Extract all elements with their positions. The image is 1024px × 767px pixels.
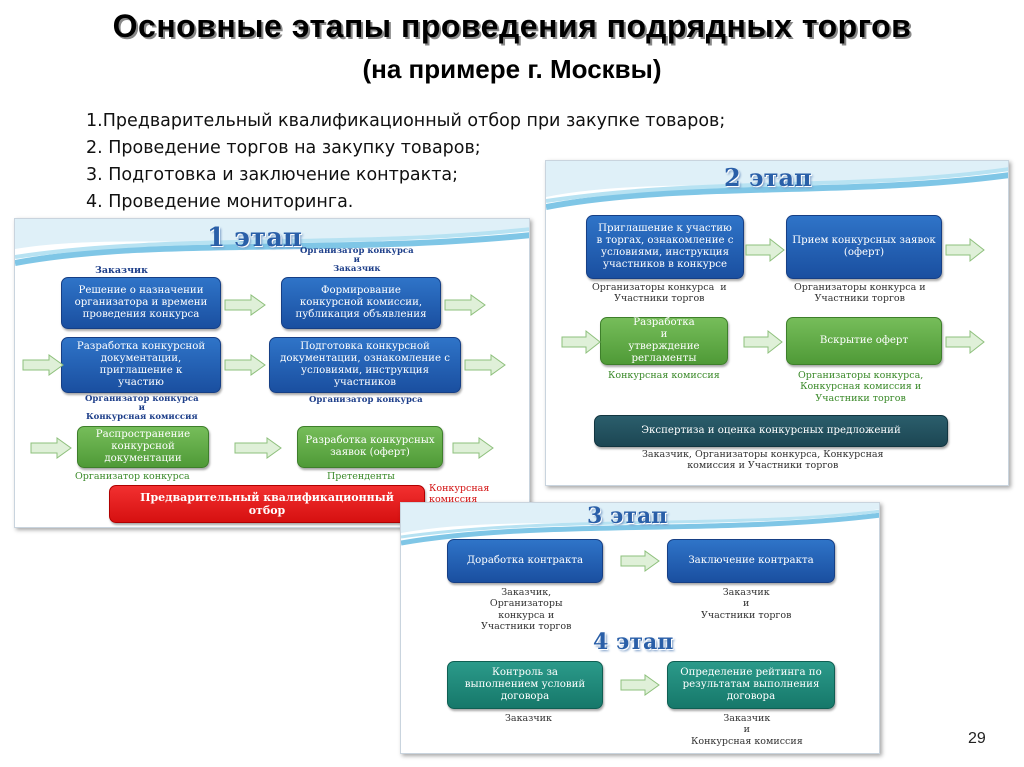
label-commission: Конкурсная комиссия (608, 370, 720, 381)
label-customer: Заказчик (95, 265, 148, 276)
label-conclude-parties: Заказчик и Участники торгов (701, 587, 792, 621)
arrow-icon (224, 354, 266, 376)
label-organizers-commission-participants: Организаторы конкурса, Конкурсная комисс… (798, 370, 924, 404)
list-item-1: 1.Предварительный квалификационный отбор… (86, 111, 726, 131)
page-title: Основные этапы проведения подрядных торг… (112, 8, 912, 44)
arrow-icon (620, 674, 660, 696)
label-organizer-customer: Организатор конкурса и Заказчик (300, 246, 414, 274)
box-rating: Определение рейтинга по результатам выпо… (667, 661, 835, 709)
label-organizer-commission: Организатор конкурса и Конкурсная комисс… (85, 394, 199, 422)
label-organizers-participants-2: Организаторы конкурса и Участники торгов (794, 282, 926, 305)
list-item-4: 4. Проведение мониторинга. (86, 192, 354, 212)
box-expertise: Экспертиза и оценка конкурсных предложен… (594, 415, 948, 447)
stage2-panel: 2 этап Приглашение к участию в торгах, о… (545, 160, 1009, 486)
arrow-icon (452, 437, 494, 459)
list-item-3: 3. Подготовка и заключение контракта; (86, 165, 459, 185)
stage1-panel: 1 этап Заказчик Организатор конкурса и З… (14, 218, 530, 528)
box-preparation: Подготовка конкурсной документации, озна… (269, 337, 461, 393)
box-refine-contract: Доработка контракта (447, 539, 603, 583)
arrow-icon (561, 329, 601, 355)
box-opening: Вскрытие оферт (786, 317, 942, 365)
arrow-icon (745, 237, 785, 263)
stage1-title: 1 этап (207, 223, 302, 253)
box-decision: Решение о назначении организатора и врем… (61, 277, 221, 329)
box-reception: Прием конкурсных заявок (оферт) (786, 215, 942, 279)
arrow-icon (620, 550, 660, 572)
arrow-icon (945, 237, 985, 263)
label-refine-parties: Заказчик, Организаторы конкурса и Участн… (481, 587, 572, 633)
wave-decoration (401, 503, 879, 546)
label-organizer-right: Организатор конкурса (309, 395, 423, 405)
box-distribution: Распространение конкурсной документации (77, 426, 209, 468)
label-organizers-participants-1: Организаторы конкурса и Участники торгов (592, 282, 727, 305)
label-rating-parties: Заказчик и Конкурсная комиссия (691, 713, 803, 747)
label-organizer: Организатор конкурса (75, 471, 190, 482)
label-all-parties: Заказчик, Организаторы конкурса, Конкурс… (642, 449, 884, 472)
label-applicants: Претенденты (327, 471, 395, 482)
arrow-icon (743, 329, 783, 355)
page-subtitle: (на примере г. Москвы) (362, 54, 662, 84)
arrow-icon (234, 437, 282, 459)
arrow-icon (464, 354, 506, 376)
box-regulations: Разработка и утверждение регламенты (600, 317, 728, 365)
list-item-2: 2. Проведение торгов на закупку товаров; (86, 138, 481, 158)
stage4-title: 4 этап (593, 629, 674, 655)
box-bids: Разработка конкурсных заявок (оферт) (297, 426, 443, 468)
box-documentation: Разработка конкурсной документации, приг… (61, 337, 221, 393)
wave-decoration (15, 219, 529, 266)
stage2-title: 2 этап (724, 163, 812, 192)
arrow-icon (30, 437, 72, 459)
stage3-4-panel: 3 этап Доработка контракта Заключение ко… (400, 502, 880, 754)
box-prequalification: Предварительный квалификационный отбор (109, 485, 425, 523)
box-invitation: Приглашение к участию в торгах, ознакомл… (586, 215, 744, 279)
label-control-parties: Заказчик (505, 713, 552, 724)
box-formation: Формирование конкурсной комиссии, публик… (281, 277, 441, 329)
arrow-icon (22, 354, 64, 376)
box-control: Контроль за выполнением условий договора (447, 661, 603, 709)
arrow-icon (945, 329, 985, 355)
wave-decoration (546, 161, 1008, 210)
arrow-icon (444, 294, 486, 316)
box-conclude-contract: Заключение контракта (667, 539, 835, 583)
page-number: 29 (968, 730, 986, 747)
arrow-icon (224, 294, 266, 316)
stage3-title: 3 этап (587, 503, 668, 529)
